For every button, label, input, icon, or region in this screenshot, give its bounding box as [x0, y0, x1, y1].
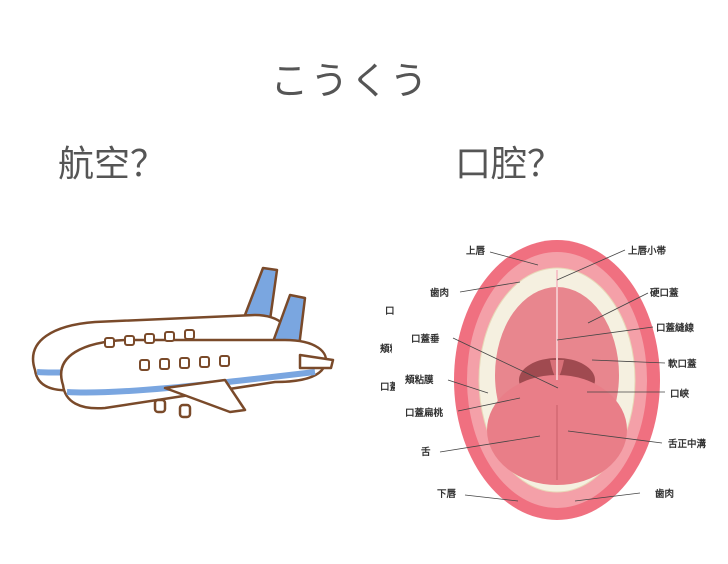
label-median-sulcus: 舌正中溝	[668, 439, 707, 450]
label-upper-lip: 上唇	[466, 246, 486, 257]
label-upper-lip-frenulum: 上唇小帯	[628, 246, 667, 257]
label-palatine-tonsil: 口蓋扁桃	[405, 408, 444, 419]
label-soft-palate: 軟口蓋	[668, 359, 697, 370]
label-tongue: 舌	[421, 447, 431, 458]
label-cut-2: 頬粘	[380, 344, 392, 355]
oral-cavity-diagram	[439, 240, 666, 520]
caption-aviation: 航空？	[58, 144, 167, 185]
label-uvula: 口蓋垂	[411, 334, 440, 345]
airplane-illustration	[31, 266, 335, 419]
label-lower-lip: 下唇	[437, 489, 457, 500]
label-gum-lower: 歯肉	[655, 489, 675, 500]
label-fauces: 口峡	[670, 389, 690, 400]
page-title: こうくう	[270, 59, 430, 103]
label-hard-palate: 硬口蓋	[650, 288, 679, 299]
caption-oral-cavity: 口腔？	[455, 144, 564, 185]
label-cut-1: 口	[385, 306, 395, 317]
label-buccal-mucosa: 頬粘膜	[405, 375, 434, 386]
label-cut-3: 口蓋	[380, 382, 395, 393]
label-gum-upper: 歯肉	[430, 288, 450, 299]
label-palatine-raphe: 口蓋縫線	[656, 323, 695, 334]
